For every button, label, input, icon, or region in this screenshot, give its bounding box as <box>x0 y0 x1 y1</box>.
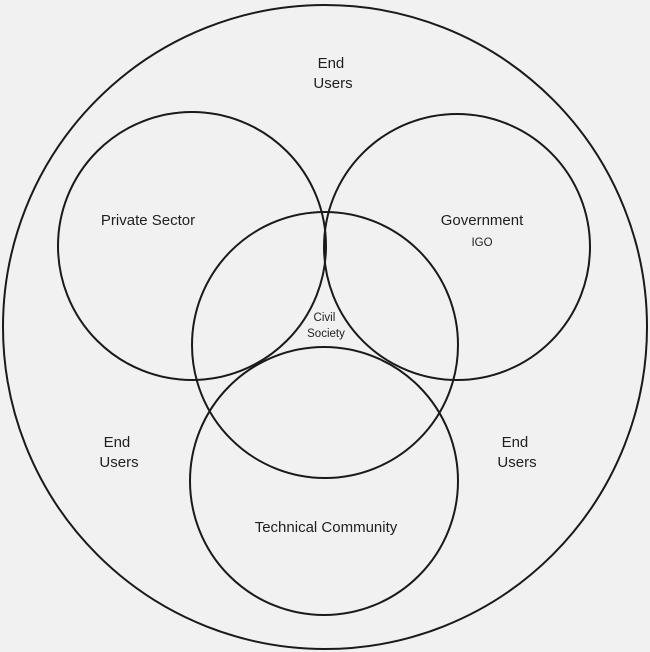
civil-society-line2: Society <box>307 328 345 340</box>
civil-society-line1: Civil <box>314 312 336 324</box>
technical-community-label: Technical Community <box>255 519 398 536</box>
civil-society-circle <box>191 211 459 479</box>
end-users-top-label: End Users <box>313 55 352 92</box>
end-users-top-line1: End <box>318 55 345 72</box>
private-sector-label: Private Sector <box>101 212 195 229</box>
civil-society-label: Civil Society <box>307 312 345 340</box>
end-users-left-label: End Users <box>99 434 138 471</box>
government-label: Government <box>441 212 524 229</box>
end-users-right-label: End Users <box>497 434 536 471</box>
end-users-top-line2: Users <box>313 75 352 92</box>
private-sector-circle <box>57 111 327 381</box>
government-circle <box>323 113 591 381</box>
end-users-left-line1: End <box>104 434 131 451</box>
technical-community-circle <box>189 346 459 616</box>
government-igo-sublabel: IGO <box>471 237 492 249</box>
end-users-right-line2: Users <box>497 454 536 471</box>
outer-circle-end-users <box>2 4 648 650</box>
end-users-left-line2: Users <box>99 454 138 471</box>
end-users-right-line1: End <box>502 434 529 451</box>
